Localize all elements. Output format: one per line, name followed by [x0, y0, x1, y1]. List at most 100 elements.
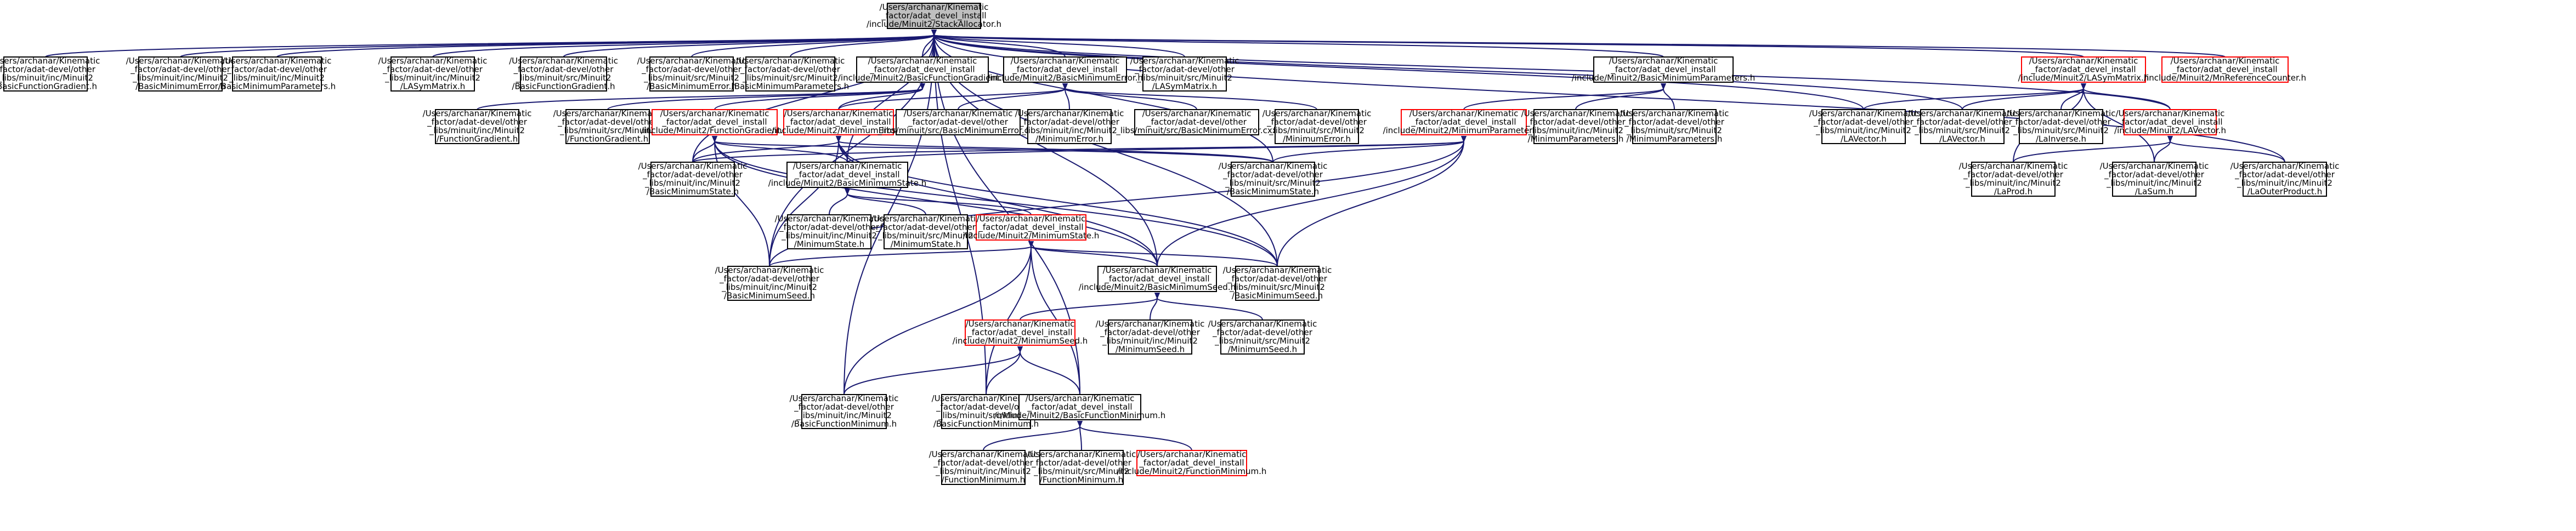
include-edge	[1157, 135, 1467, 267]
file-node[interactable]: /Users/archanar/Kinematic_factor/adat-de…	[218, 56, 336, 92]
node-label-line: /MinimumError.h	[1283, 134, 1351, 144]
node-box	[652, 109, 778, 135]
node-box	[138, 56, 223, 92]
include-edge	[844, 188, 926, 215]
edge-line	[2167, 135, 2285, 163]
node-label-line: _factor/adat-devel/other	[1212, 328, 1313, 338]
node-label-line: _libs/minuit/src/Minuit2	[1269, 125, 1365, 136]
file-node[interactable]: /Users/archanar/Kinematic_factor/adat-de…	[1116, 109, 1277, 136]
file-node[interactable]: /Users/archanar/Kinematic_factor/adat-de…	[1096, 319, 1205, 355]
file-node[interactable]: /Users/archanar/Kinematic_factor/adat_de…	[641, 109, 789, 135]
node-label-line: _libs/minuit/src/Minuit2	[2013, 125, 2109, 136]
file-node[interactable]: /Users/archanar/Kinematic_factor/adat-de…	[1027, 449, 1136, 485]
include-edge	[563, 29, 937, 58]
node-label-line: /include/Minuit2/MinimumSeed.h	[953, 336, 1088, 346]
file-node[interactable]: /Users/archanar/Kinematic_factor/adat_de…	[987, 56, 1143, 83]
file-node[interactable]: /Users/archanar/Kinematic_factor/adat_de…	[2144, 56, 2306, 83]
file-node[interactable]: /Users/archanar/Kinematic_factor/adat-de…	[929, 449, 1038, 485]
file-node[interactable]: /Users/archanar/Kinematic_factor/adat-de…	[1262, 109, 1372, 144]
edge-line	[1020, 292, 1160, 321]
file-node[interactable]: /Users/archanar/Kinematic_factor/adat_de…	[838, 56, 1007, 83]
node-label-line: /Users/archanar/Kinematic	[1208, 319, 1317, 329]
node-label-line: _libs/minuit/src/BasicMinimumError.cxx	[1116, 125, 1277, 136]
file-node[interactable]: /Users/archanar/Kinematic_factor/adat-de…	[1809, 109, 1918, 144]
file-node[interactable]: /Users/archanar/Kinematic_factor/adat-de…	[715, 265, 824, 301]
file-node[interactable]: /Users/archanar/Kinematic_factor/adat-de…	[2007, 109, 2116, 144]
node-box	[2019, 109, 2103, 144]
edge-line	[1157, 135, 1467, 267]
node-label-line: _factor/adat-devel/other	[2234, 170, 2335, 180]
file-node[interactable]: /Users/archanar/Kinematic_factor/adat_de…	[768, 161, 926, 188]
file-node[interactable]: /Users/archanar/Kinematic_factor/adat-de…	[2100, 161, 2209, 197]
file-node[interactable]: /Users/archanar/Kinematic_factor/adat-de…	[732, 56, 849, 92]
file-node[interactable]: /Users/archanar/Kinematic_factor/adat-de…	[775, 214, 884, 249]
file-node[interactable]: /Users/archanar/Kinematic_factor/adat-de…	[509, 56, 618, 92]
file-node[interactable]: /Users/archanar/Kinematic_factor/adat-de…	[1015, 109, 1124, 144]
file-node[interactable]: /Users/archanar/Kinematic_factor/adat-de…	[932, 393, 1041, 429]
file-node[interactable]: /Users/archanar/Kinematic_factor/adat-de…	[1521, 109, 1630, 144]
node-label-line: _factor/adat-devel/other	[740, 65, 841, 75]
node-label-line: /include/Minuit2/MinimumState.h	[963, 231, 1100, 241]
node-label-line: _libs/minuit/src/Minuit2	[1229, 282, 1325, 293]
node-box	[941, 394, 1031, 429]
include-edge	[2080, 83, 2155, 163]
file-node[interactable]: /Users/archanar/Kinematic_factor/adat_de…	[1572, 56, 1756, 83]
file-node[interactable]: /Users/archanar/Kinematic_factor/adat-de…	[126, 56, 235, 92]
edge-line	[2080, 83, 2171, 110]
include-edge	[1272, 135, 1467, 163]
file-node[interactable]: /Users/archanar/Kinematic_factor/adat_de…	[963, 214, 1100, 241]
node-label-line: /BasicMinimumError.h	[135, 82, 225, 92]
node-label-line: _factor/adat-devel/other	[557, 117, 658, 128]
node-label-line: _libs/minuit/inc/Minuit2	[1102, 336, 1198, 346]
node-label-line: _factor/adat_devel_install	[978, 222, 1083, 232]
file-node[interactable]: /Users/archanar/Kinematic_factor/adat_de…	[772, 109, 905, 135]
file-node[interactable]: /Users/archanar/Kinematic_factor/adat-de…	[423, 109, 532, 144]
node-box	[1108, 319, 1192, 355]
node-label-line: /Users/archanar/Kinematic	[1262, 109, 1372, 118]
node-label-line: _libs/minuit/src/Minuit2	[1225, 178, 1321, 189]
node-label-line: /Users/archanar/Kinematic	[784, 109, 893, 118]
node-label-line: /Users/archanar/Kinematic	[2171, 56, 2280, 66]
include-edge	[1062, 83, 1317, 110]
node-label-line: /LaInverse.h	[2036, 134, 2086, 144]
node-label-line: /FunctionGradient.h	[437, 134, 518, 144]
file-node[interactable]: /Users/archanar/Kinematic_factor/adat_de…	[953, 319, 1088, 346]
node-box	[1593, 56, 1734, 83]
file-node[interactable]: /Users/archanar/Kinematic_factor/adat-de…	[378, 56, 488, 92]
file-node[interactable]: /Users/archanar/Kinematic_factor/adat-de…	[1908, 109, 2017, 144]
file-node[interactable]: /Users/archanar/Kinematic_factor/adat-de…	[1620, 109, 1729, 144]
edge-line	[711, 135, 848, 163]
file-node[interactable]: /Users/archanar/Kinematic_factor/adat-de…	[1219, 161, 1328, 197]
file-node[interactable]: /Users/archanar/Kinematic_factor/adat-de…	[1130, 56, 1239, 92]
file-node[interactable]: /Users/archanar/Kinematic_factor/adat_de…	[1079, 265, 1236, 292]
file-node[interactable]: /Users/archanar/Kinematic_factor/adat-de…	[871, 214, 981, 249]
file-node[interactable]: /Users/archanar/Kinematic_factor/adat-de…	[1208, 319, 1317, 355]
file-node[interactable]: /Users/archanar/Kinematic_factor/adat-de…	[790, 393, 899, 429]
node-label-line: /Users/archanar/Kinematic	[1027, 449, 1136, 459]
file-node[interactable]: /Users/archanar/Kinematic_factor/adat-de…	[2230, 161, 2340, 197]
edge-line	[1962, 83, 2087, 110]
node-label-line: /Users/archanar/Kinematic	[1908, 109, 2017, 118]
file-node[interactable]: /Users/archanar/Kinematic_factor/adat_de…	[2114, 109, 2226, 135]
edge-line	[986, 346, 1023, 395]
include-edge	[844, 188, 1032, 215]
node-label-line: /Users/archanar/Kinematic	[1103, 265, 1212, 275]
file-node[interactable]: /Users/archanar/Kinematic_factor/adat-de…	[1959, 161, 2068, 197]
node-label-line: _factor/adat_devel_install	[1012, 64, 1117, 75]
file-node[interactable]: /Users/archanar/Kinematic_factor/adat-de…	[638, 161, 748, 197]
node-label-line: _factor/adat-devel/other	[0, 65, 96, 75]
file-node[interactable]: /Users/archanar/Kinematic_factor/adat-de…	[553, 109, 663, 144]
file-node[interactable]: /Users/archanar/Kinematic_factor/adat-de…	[877, 109, 1038, 136]
file-node[interactable]: /Users/archanar/Kinematic_factor/adat-de…	[637, 56, 746, 92]
file-node[interactable]: /Users/archanar/Kinematic_factor/adat_de…	[1383, 109, 1545, 135]
file-node[interactable]: /Users/archanar/Kinematic_factor/adat-de…	[1223, 265, 1332, 301]
node-label-line: _libs/minuit/src/Minuit2	[643, 73, 739, 83]
edge-line	[2013, 135, 2173, 163]
node-label-line: /Users/archanar/Kinematic	[1026, 393, 1135, 403]
file-node[interactable]: /Users/archanar/Kinematic_factor/adat_de…	[1117, 449, 1267, 476]
node-label-line: /Users/archanar/Kinematic	[1137, 449, 1247, 459]
file-node[interactable]: /Users/archanar/Kinematic_factor/adat_de…	[994, 393, 1166, 420]
file-node[interactable]: /Users/archanar/Kinematic_factor/adat-de…	[0, 56, 100, 92]
file-node[interactable]: /Users/archanar/Kinematic_factor/adat_de…	[2018, 56, 2149, 83]
node-label-line: _factor/adat-devel/other	[1963, 170, 2064, 180]
